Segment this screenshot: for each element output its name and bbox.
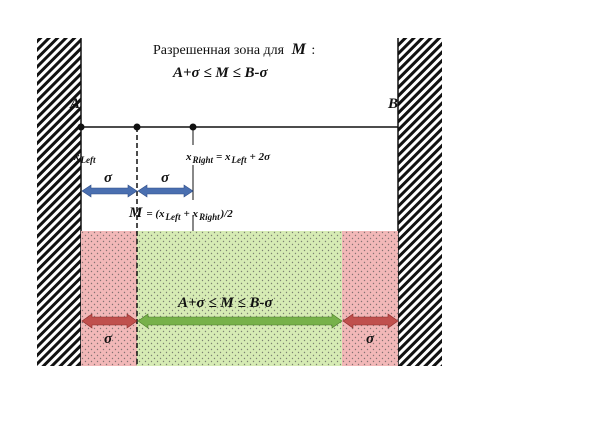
left-wall	[37, 38, 81, 366]
right-wall	[398, 38, 442, 366]
sigma-label-1: σ	[104, 170, 113, 186]
green-arrow	[137, 313, 343, 329]
sigma-label-4: σ	[366, 331, 375, 347]
sigma-label-2: σ	[161, 170, 170, 186]
m-formula: M= (xLeft+ xRight)/2	[128, 205, 233, 222]
title-line-1: Разрешенная зона для M :	[153, 41, 315, 58]
x-right-label: xRight= xLeft+ 2σ	[185, 151, 271, 165]
point-x-left	[77, 123, 85, 131]
title-line-2: A+σ ≤ M ≤ B-σ	[172, 65, 268, 81]
x-left-label: xLeft	[73, 151, 96, 165]
zone-band	[81, 231, 398, 366]
point-b-label: B	[387, 96, 398, 112]
red-arrow-right	[342, 313, 399, 329]
blue-arrow-1	[81, 184, 138, 198]
point-a-label: A	[69, 96, 80, 112]
blue-arrow-2	[137, 184, 194, 198]
zone-inequality: A+σ ≤ M ≤ B-σ	[177, 295, 273, 311]
sigma-label-3: σ	[104, 331, 113, 347]
red-arrow-left	[81, 313, 138, 329]
